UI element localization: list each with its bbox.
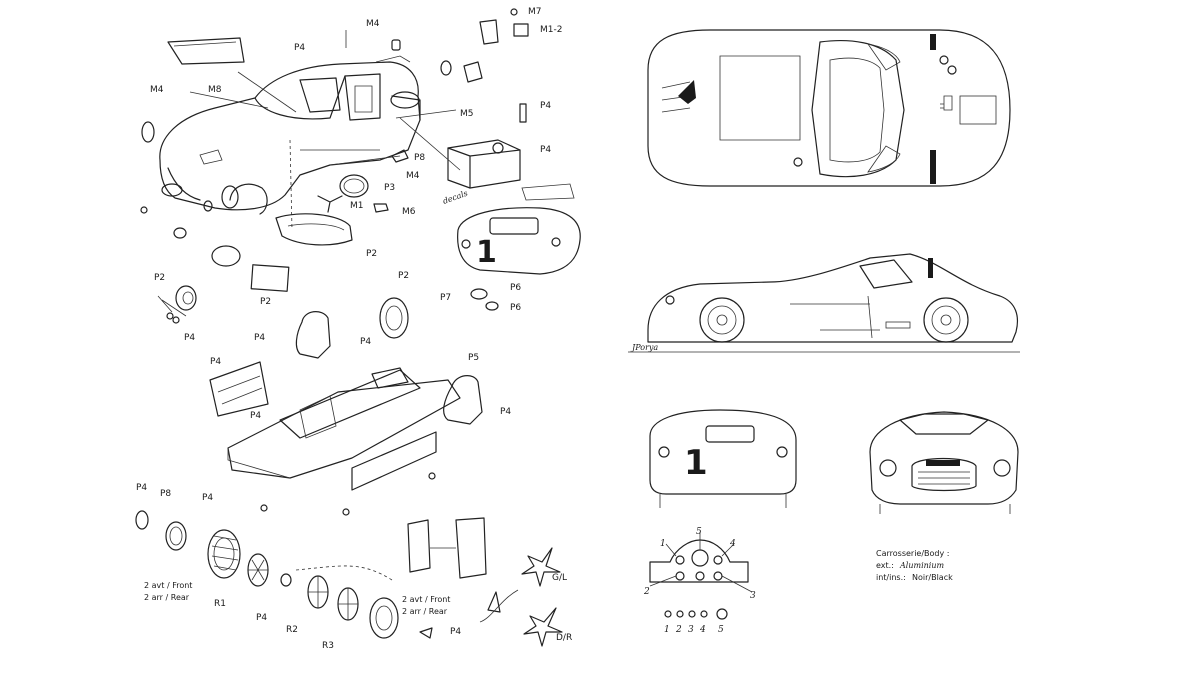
label-p4-w2: P4 — [202, 493, 213, 503]
label-p8-w: P8 — [160, 489, 171, 499]
gauge-bottom-3: 3 — [688, 625, 694, 635]
label-m5: M5 — [460, 109, 474, 119]
rear-panel-part: 1 — [457, 207, 581, 275]
gauge-bottom-5: 5 — [718, 625, 724, 635]
label-m4-top: M4 — [366, 19, 380, 29]
label-p5: P5 — [468, 353, 479, 363]
label-decals: decals — [442, 189, 469, 206]
gauge-number-4: 4 — [729, 539, 736, 549]
label-p4-r1: P4 — [256, 613, 267, 623]
label-p4-seat-r: P4 — [500, 407, 511, 417]
undertray-part — [275, 213, 353, 246]
label-p4-seat: P4 — [254, 333, 265, 343]
label-m7: M7 — [528, 7, 542, 17]
colors-int-label: int/ins.: — [876, 573, 906, 582]
steering-wheel-part — [339, 174, 369, 198]
label-p3: P3 — [384, 183, 395, 193]
label-g-l: G/L — [552, 573, 567, 583]
label-m4-left: M4 — [150, 85, 164, 95]
gauge-number-1: 1 — [660, 539, 666, 549]
seat-right-part — [443, 375, 483, 425]
exploded-view: 1 — [135, 7, 581, 651]
rear-view-decal-number: 1 — [684, 443, 708, 483]
note-front-1: 2 avt / Front — [144, 581, 192, 590]
label-m8: M8 — [208, 85, 222, 95]
note-rear-1: 2 arr / Rear — [144, 593, 190, 602]
label-p4-wheel: P4 — [360, 337, 371, 347]
label-p4-box: P4 — [540, 145, 551, 155]
label-p7: P7 — [440, 293, 451, 303]
label-p2-wheel: P2 — [398, 271, 409, 281]
label-p2-headlight: P2 — [154, 273, 165, 283]
gauge-number-5: 5 — [696, 527, 702, 537]
label-p8: P8 — [414, 153, 425, 163]
note-rear-2: 2 arr / Rear — [402, 607, 448, 616]
label-p4-body: P4 — [294, 43, 305, 53]
label-r3: R3 — [322, 641, 334, 651]
label-p6-b: P6 — [510, 303, 521, 313]
wheel-assembly — [135, 510, 433, 639]
chassis-part — [227, 367, 461, 516]
interior-tub-part — [447, 139, 521, 189]
seat-left-part — [295, 311, 331, 359]
label-p6-a: P6 — [510, 283, 521, 293]
side-view: JPorya — [628, 253, 1020, 353]
label-m1: M1 — [350, 201, 364, 211]
colors-ext-value: Aluminium — [899, 561, 944, 570]
gauge-bottom-4: 4 — [699, 625, 706, 635]
label-p4-w1: P4 — [136, 483, 147, 493]
gauge-number-3: 3 — [750, 591, 756, 601]
rear-wheel-part — [379, 297, 409, 339]
label-p4-headlight: P4 — [184, 333, 195, 343]
label-p4-seat-top: P4 — [540, 101, 551, 111]
label-d-r: D/R — [556, 633, 572, 643]
color-notes: Carrosserie/Body : ext.: Aluminium int/i… — [876, 549, 953, 582]
label-p2-plate: P2 — [260, 297, 271, 307]
label-r2: R2 — [286, 625, 298, 635]
dashboard-diagram: 1 2 3 4 5 1 2 3 4 5 — [643, 527, 756, 635]
rear-view: 1 — [649, 409, 797, 508]
windscreen-part — [167, 37, 245, 65]
top-view — [647, 29, 1011, 187]
spinner-dr-part — [523, 607, 563, 647]
signature: JPorya — [630, 343, 658, 352]
gauge-number-2: 2 — [643, 587, 650, 597]
label-p4-chassis2: P4 — [250, 411, 261, 421]
label-m1-2: M1-2 — [540, 25, 562, 35]
car-body — [159, 55, 421, 231]
spinner-gl-part — [521, 547, 561, 587]
plate-part — [250, 264, 290, 292]
label-m6: M6 — [402, 207, 416, 217]
gauge-bottom-2: 2 — [675, 625, 682, 635]
label-p2-pan: P2 — [366, 249, 377, 259]
gauge-bottom-1: 1 — [664, 625, 670, 635]
colors-int-value: Noir/Black — [912, 573, 953, 582]
label-m4-mid: M4 — [406, 171, 420, 181]
label-p4-spin: P4 — [450, 627, 461, 637]
rear-decal-number: 1 — [476, 235, 497, 270]
label-p4-chassis: P4 — [210, 357, 221, 367]
note-front-2: 2 avt / Front — [402, 595, 450, 604]
colors-ext-label: ext.: — [876, 561, 894, 570]
colors-title: Carrosserie/Body : — [876, 549, 949, 558]
front-view — [869, 411, 1019, 514]
label-r1: R1 — [214, 599, 226, 609]
